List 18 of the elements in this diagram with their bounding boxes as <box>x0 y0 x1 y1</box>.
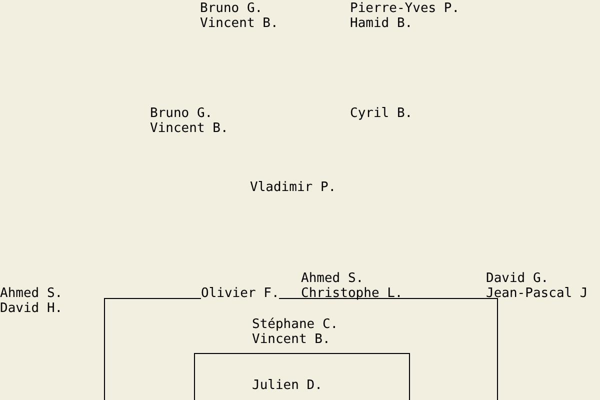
person-name: Julien D. <box>252 378 322 393</box>
person-name: Vincent B. <box>200 16 278 31</box>
person-name: Pierre-Yves P. <box>350 1 460 16</box>
person-name: David H. <box>0 301 63 316</box>
person-name: Vincent B. <box>150 121 228 136</box>
person-name: Christophe L. <box>301 286 403 301</box>
person-name: Hamid B. <box>350 16 413 31</box>
person-name: Cyril B. <box>350 106 413 121</box>
person-name: Bruno G. <box>200 1 263 16</box>
person-name: Olivier F. <box>201 286 280 301</box>
person-name: Stéphane C. <box>252 317 338 332</box>
person-name: Vladimir P. <box>250 180 336 195</box>
person-name: Ahmed S. <box>301 271 364 286</box>
person-name: David G. <box>486 271 549 286</box>
person-name: Jean-Pascal J <box>486 286 588 301</box>
person-name: Ahmed S. <box>0 286 63 301</box>
person-name: Bruno G. <box>150 106 213 121</box>
person-name: Vincent B. <box>252 332 330 347</box>
